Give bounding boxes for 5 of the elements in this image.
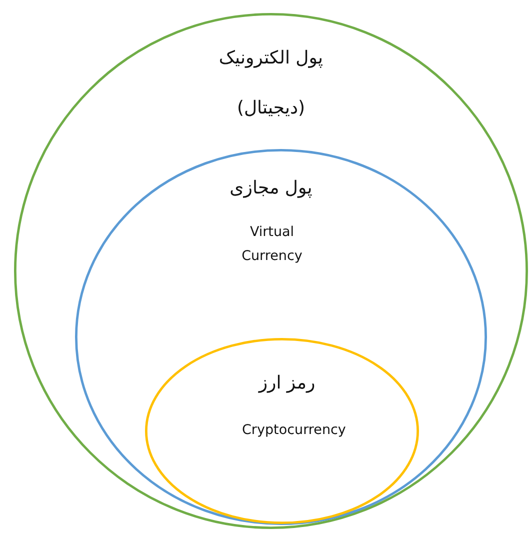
english-label: Virtual Currency — [240, 223, 304, 266]
persian-label: پول مجازی — [230, 178, 312, 198]
persian-label: (دیجیتال) — [236, 98, 306, 118]
persian-label: پول الکترونیک — [218, 48, 324, 68]
persian-label: رمز ارز — [258, 372, 316, 394]
